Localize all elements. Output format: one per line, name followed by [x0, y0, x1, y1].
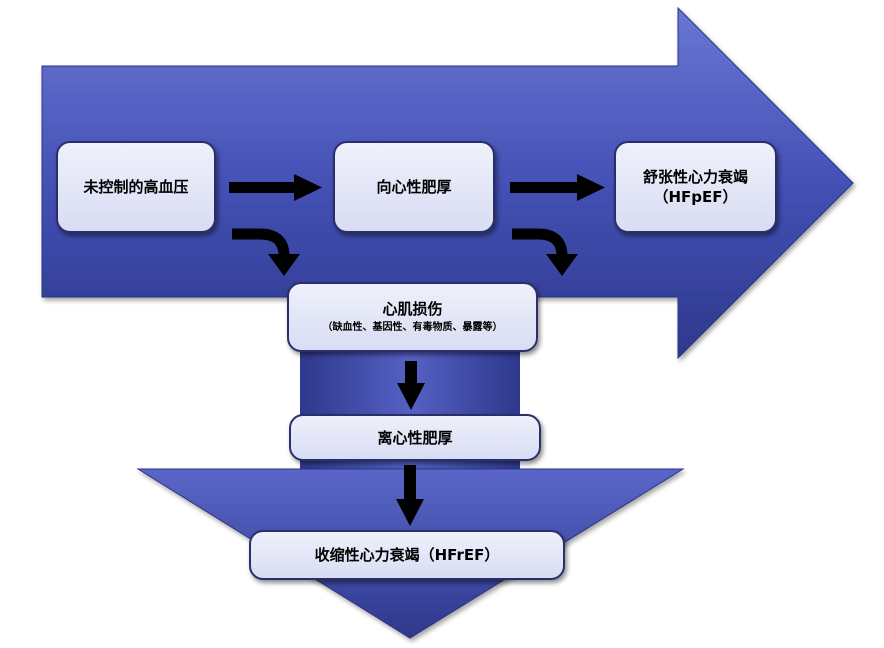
- node-label: 离心性肥厚: [377, 428, 453, 447]
- node-hfref: 收缩性心力衰竭（HFrEF）: [249, 530, 565, 580]
- arrow-injury-to-eccentric: [397, 361, 425, 410]
- arrow-hypertension-to-concentric: [229, 174, 322, 201]
- node-hfpef: 舒张性心力衰竭 （HFpEF）: [614, 141, 777, 233]
- node-eccentric-hypertrophy: 离心性肥厚: [289, 414, 541, 461]
- node-label: 未控制的高血压: [83, 178, 189, 196]
- node-sublabel: （HFpEF）: [653, 188, 738, 206]
- curved-arrow-concentric-to-injury: [512, 228, 578, 276]
- node-label: 心肌损伤: [382, 300, 443, 318]
- node-label: 收缩性心力衰竭（HFrEF）: [314, 546, 500, 564]
- node-concentric-hypertrophy: 向心性肥厚: [333, 141, 495, 233]
- node-label: 向心性肥厚: [376, 178, 452, 196]
- curved-arrow-hypertension-to-injury: [232, 228, 300, 276]
- arrow-concentric-to-hfpef: [510, 174, 605, 201]
- arrow-eccentric-to-hfref: [396, 465, 424, 526]
- node-label: 舒张性心力衰竭: [642, 168, 748, 186]
- node-sublabel: （缺血性、基因性、有毒物质、暴露等）: [322, 322, 503, 333]
- node-myocardial-injury: 心肌损伤 （缺血性、基因性、有毒物质、暴露等）: [287, 282, 538, 352]
- node-uncontrolled-hypertension: 未控制的高血压: [56, 141, 216, 233]
